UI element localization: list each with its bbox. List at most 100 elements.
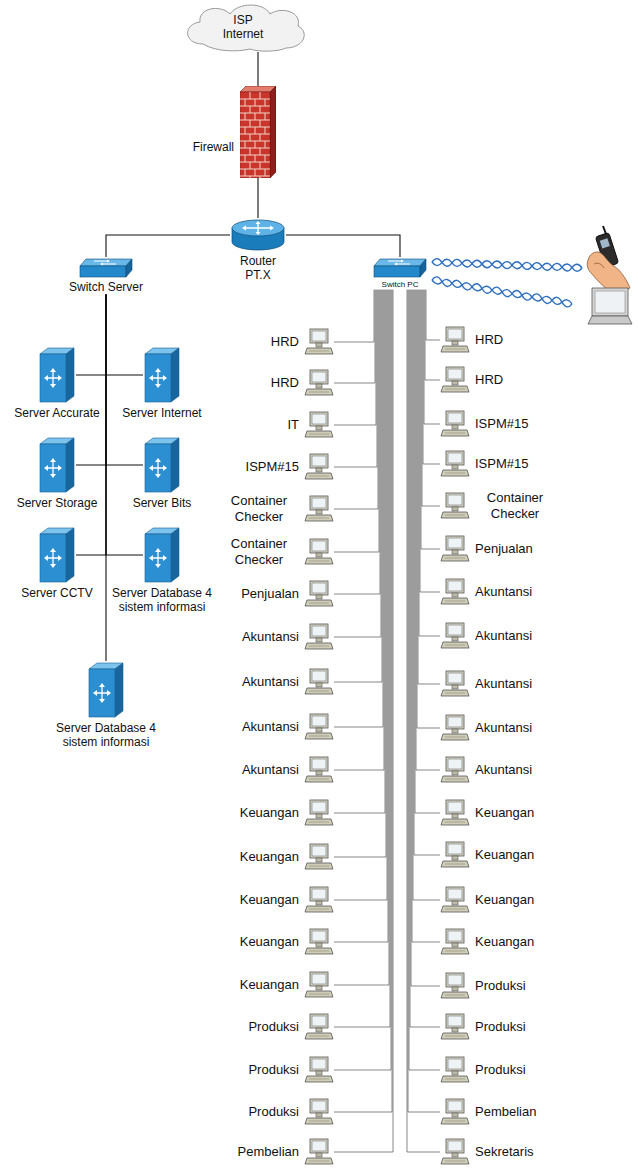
pc-node: Akuntansi <box>440 756 532 784</box>
pc-icon <box>304 799 334 827</box>
pc-icon <box>304 756 334 784</box>
pc-icon <box>440 928 470 956</box>
node-label: Keuangan <box>475 847 534 863</box>
pc-icon <box>304 495 334 523</box>
network-cable <box>334 290 379 552</box>
network-cable <box>105 294 106 661</box>
pc-icon <box>304 453 334 481</box>
node-label: Keuangan <box>240 934 299 950</box>
node-label: Akuntansi <box>475 720 532 736</box>
pc-node: Produksi <box>248 1056 334 1084</box>
server-icon <box>143 526 181 584</box>
network-cable <box>334 290 382 682</box>
server-node: Server Accurate <box>38 346 76 404</box>
pc-node: Container Checker <box>219 536 334 567</box>
node-label: ISPM#15 <box>246 459 299 475</box>
pc-node: Pembelian <box>440 1098 536 1126</box>
server-node: Server Database 4 sistem informasi <box>143 526 181 584</box>
node-label: Container Checker <box>475 490 555 521</box>
network-cable <box>413 290 440 900</box>
node-label: HRD <box>271 334 299 350</box>
pc-node: Keuangan <box>440 886 534 914</box>
pc-icon <box>304 1013 334 1041</box>
node-label: Container Checker <box>219 493 299 524</box>
server-node: Server Internet <box>143 346 181 404</box>
server-node: Server Database 4 sistem informasi <box>87 661 125 719</box>
node-label: Keuangan <box>240 805 299 821</box>
network-cable <box>334 290 383 727</box>
node-label: Akuntansi <box>242 629 299 645</box>
network-cable <box>419 290 440 636</box>
network-cable <box>334 290 375 383</box>
pc-node: Produksi <box>440 1056 526 1084</box>
pc-icon <box>304 713 334 741</box>
pc-node: Keuangan <box>240 799 334 827</box>
node-label: Akuntansi <box>475 628 532 644</box>
pc-node: HRD <box>440 326 503 354</box>
node-label: Akuntansi <box>475 584 532 600</box>
pc-node: Keuangan <box>440 928 534 956</box>
pc-node: IT <box>287 411 334 439</box>
pc-node: Keuangan <box>240 886 334 914</box>
pc-icon <box>440 756 470 784</box>
pc-node: Produksi <box>248 1013 334 1041</box>
pc-icon <box>304 369 334 397</box>
network-cable <box>334 290 393 1152</box>
node-label: HRD <box>475 372 503 388</box>
network-cable <box>415 290 440 813</box>
pc-node: Pembelian <box>238 1138 334 1166</box>
pc-icon <box>440 886 470 914</box>
network-cable <box>422 290 440 506</box>
pc-icon <box>440 326 470 354</box>
node-label: Server Database 4 sistem informasi <box>107 586 217 615</box>
pc-node: Penjualan <box>440 535 533 563</box>
pc-node: Container Checker <box>440 490 555 521</box>
network-cable <box>106 294 143 465</box>
node-label: Keuangan <box>240 892 299 908</box>
network-cable <box>334 290 390 1027</box>
node-label: IT <box>287 417 299 433</box>
pc-icon <box>440 1013 470 1041</box>
router-icon <box>230 218 286 252</box>
pc-node: HRD <box>440 366 503 394</box>
pc-icon <box>440 1138 470 1166</box>
network-cable <box>420 290 440 592</box>
pc-icon <box>440 535 470 563</box>
node-label: Server Accurate <box>2 406 112 420</box>
pc-icon <box>304 1056 334 1084</box>
server-icon <box>38 526 76 584</box>
firewall-node: Firewall <box>240 86 276 178</box>
pc-icon <box>304 328 334 356</box>
pc-icon <box>304 623 334 651</box>
network-cable <box>106 294 143 375</box>
network-cable <box>106 235 230 257</box>
node-label: Server Internet <box>107 406 217 420</box>
pc-icon <box>304 886 334 914</box>
network-cable <box>418 290 440 684</box>
network-cable <box>334 290 376 425</box>
switch-node: Switch Server <box>69 257 143 294</box>
node-label: ISPM#15 <box>475 456 528 472</box>
node-label: Akuntansi <box>475 676 532 692</box>
network-cable <box>414 290 440 855</box>
pc-icon <box>304 668 334 696</box>
network-cable <box>334 290 389 985</box>
pc-icon <box>304 538 334 566</box>
pc-node: Keuangan <box>240 971 334 999</box>
pc-node: Akuntansi <box>242 756 334 784</box>
pc-icon <box>440 972 470 1000</box>
node-label: Produksi <box>248 1019 299 1035</box>
node-label: Penjualan <box>241 586 299 602</box>
pc-node: Produksi <box>248 1098 334 1126</box>
network-cable <box>334 290 380 594</box>
network-cable <box>423 290 440 464</box>
network-cable <box>257 178 258 218</box>
node-label: Produksi <box>248 1062 299 1078</box>
pc-node: Keuangan <box>440 841 534 869</box>
network-cable <box>334 290 378 509</box>
node-label: Produksi <box>248 1104 299 1120</box>
router-node: Router PT.X <box>230 218 286 252</box>
switch-icon <box>372 257 428 279</box>
pc-node: Keuangan <box>240 928 334 956</box>
node-label: ISP Internet <box>215 13 271 42</box>
